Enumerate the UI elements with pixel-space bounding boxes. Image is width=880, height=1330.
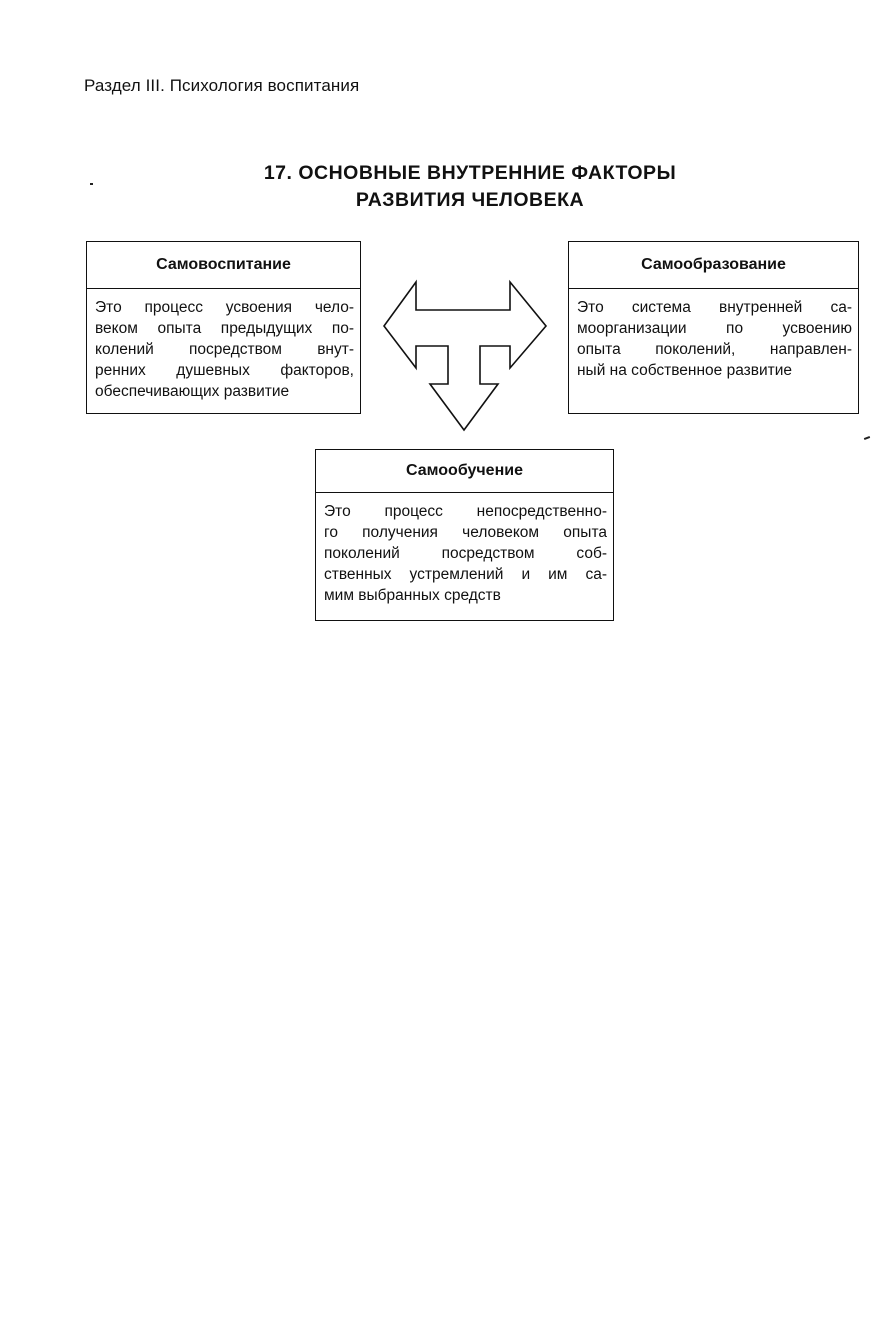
description-line: Это система внутренней са-	[577, 299, 852, 316]
title-line-1: 17. ОСНОВНЫЕ ВНУТРЕННИЕ ФАКТОРЫ	[263, 162, 677, 184]
description-line: поколений посредством соб-	[324, 545, 607, 562]
self-education-box: Самовоспитание Это процесс усвоения чело…	[86, 241, 361, 414]
box-description: Это процесс непосредственно- го получени…	[316, 493, 613, 612]
description-line: веком опыта предыдущих по-	[95, 320, 354, 337]
description-line: го получения человеком опыта	[324, 524, 607, 541]
self-study-box: Самообучение Это процесс непосредственно…	[315, 449, 614, 621]
self-learning-box: Самообразование Это система внутренней с…	[568, 241, 859, 414]
description-line: моорганизации по усвоению	[577, 320, 852, 337]
description-line: Это процесс усвоения чело-	[95, 299, 354, 316]
box-heading: Самообразование	[569, 242, 858, 289]
description-line: ственных устремлений и им са-	[324, 566, 607, 583]
box-heading: Самовоспитание	[87, 242, 360, 289]
box-description: Это процесс усвоения чело- веком опыта п…	[87, 289, 360, 408]
description-line: ный на собственное развитие	[577, 362, 793, 379]
description-line: опыта поколений, направлен-	[577, 341, 852, 358]
description-line: мим выбранных средств	[324, 587, 501, 604]
description-line: ренних душевных факторов,	[95, 362, 354, 379]
description-line: Это процесс непосредственно-	[324, 503, 607, 520]
scan-speck	[90, 183, 93, 185]
scan-speck	[863, 436, 871, 440]
running-header: Раздел III. Психология воспитания	[84, 76, 360, 95]
diagram-title: 17. ОСНОВНЫЕ ВНУТРЕННИЕ ФАКТОРЫ РАЗВИТИЯ…	[200, 160, 740, 214]
title-line-2: РАЗВИТИЯ ЧЕЛОВЕКА	[355, 189, 585, 211]
three-way-arrow-icon	[383, 279, 548, 432]
description-line: обеспечивающих развитие	[95, 383, 290, 400]
box-heading: Самообучение	[316, 450, 613, 493]
description-line: колений посредством внут-	[95, 341, 354, 358]
box-description: Это система внутренней са- моорганизации…	[569, 289, 858, 387]
